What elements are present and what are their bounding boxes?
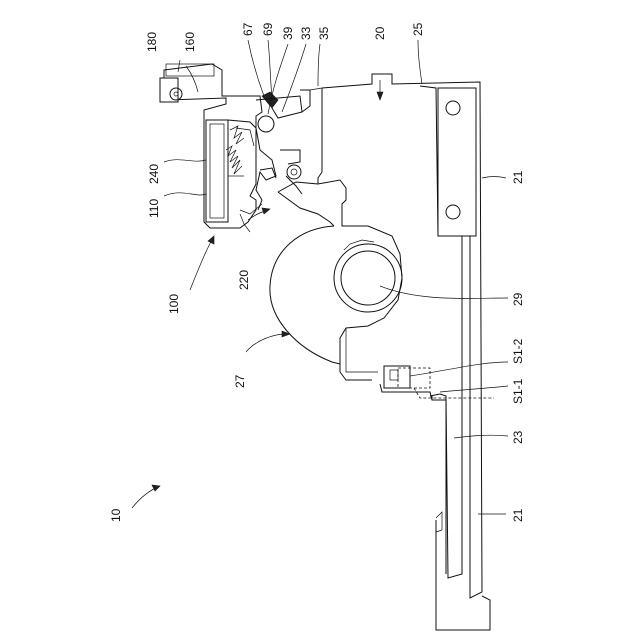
assembly-100 (160, 64, 310, 232)
label-21-lower: 21 (511, 508, 525, 522)
rail-bracket-upper (438, 88, 476, 236)
label-67: 67 (241, 22, 255, 36)
label-23: 23 (511, 430, 525, 444)
label-35: 35 (317, 26, 331, 40)
label-100: 100 (167, 294, 181, 314)
label-29: 29 (511, 292, 525, 306)
label-220: 220 (237, 270, 251, 290)
label-s1-2: S1-2 (511, 338, 525, 364)
label-39: 39 (281, 26, 295, 40)
label-160: 160 (183, 32, 197, 52)
label-s1-1: S1-1 (511, 378, 525, 404)
label-25: 25 (411, 22, 425, 36)
lower-body (270, 180, 402, 380)
label-27: 27 (233, 374, 247, 388)
bearing-ring (334, 240, 402, 312)
label-10: 10 (109, 508, 123, 522)
label-20: 20 (373, 26, 387, 40)
label-33: 33 (299, 26, 313, 40)
label-21-upper: 21 (511, 170, 525, 184)
label-69: 69 (261, 22, 275, 36)
label-110: 110 (147, 199, 161, 218)
label-240: 240 (147, 164, 161, 184)
label-180: 180 (145, 32, 159, 52)
